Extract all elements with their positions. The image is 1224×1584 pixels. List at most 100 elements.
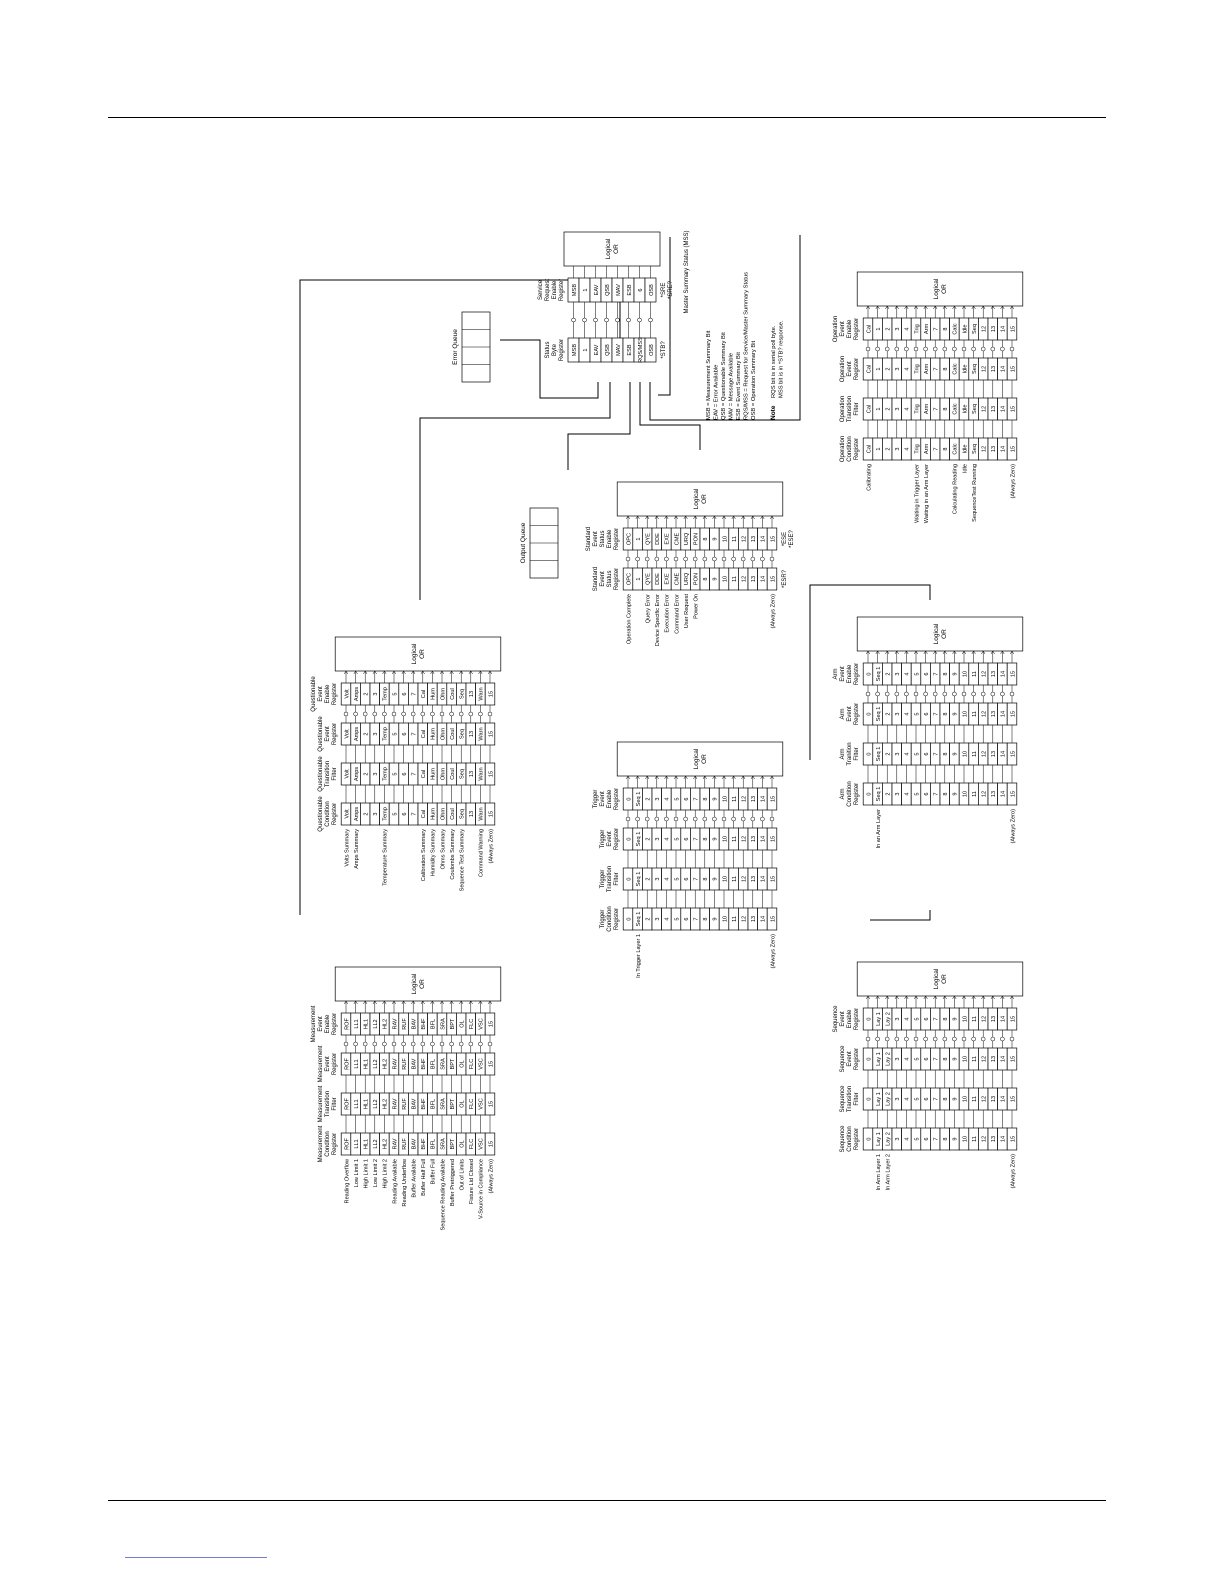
- service-request-title: Service: [538, 279, 544, 300]
- register-cell-value: 9: [953, 1137, 959, 1140]
- register-cell-value: 13: [991, 326, 997, 332]
- register-cell-value: Trig: [914, 364, 920, 373]
- register-cell-value: Amps: [354, 687, 360, 702]
- arrow-head: [353, 670, 358, 675]
- and-gate-symbol: [449, 711, 454, 717]
- and-gate-symbol: [961, 1036, 967, 1042]
- register-cell-value: 13: [751, 536, 757, 542]
- bit-label: (Always Zero): [1010, 464, 1016, 499]
- register-title-line: Trigger: [600, 830, 606, 849]
- register-cell-value: BAV: [412, 1138, 418, 1149]
- command-label: *ESE?: [789, 530, 795, 548]
- register-title-line: Register: [332, 683, 338, 705]
- register-cell-value: 12: [742, 536, 748, 542]
- and-gate-symbol: [1009, 691, 1015, 697]
- register-cell-value: 15: [1010, 446, 1016, 452]
- arrow-head: [1000, 305, 1005, 310]
- and-gate-symbol: [654, 816, 660, 822]
- register-cell-value: 2: [886, 712, 892, 715]
- register-cell-value: 13: [991, 751, 997, 757]
- arrow-head: [478, 670, 483, 675]
- logical-or-box: [334, 966, 502, 1002]
- register-cell-value: 15: [1010, 751, 1016, 757]
- register-cell-value: 15: [770, 916, 776, 922]
- register-cell-value: HL1: [364, 1099, 370, 1109]
- register-cell-value: 14: [1001, 1056, 1007, 1062]
- register-cell-value: FLC: [469, 1099, 475, 1110]
- register-cell-value: 3: [655, 917, 661, 920]
- register-title-line: Register: [854, 1008, 860, 1030]
- bit-label: In an Arm Layer: [876, 809, 882, 849]
- register-cell-value: CME: [674, 533, 680, 546]
- register-cell-value: 5: [392, 692, 398, 695]
- status-byte-bit: OSB: [649, 344, 655, 356]
- register-title-line: Sequence: [840, 1085, 846, 1113]
- and-gate-symbol: [932, 1036, 938, 1042]
- arrow-head: [971, 650, 976, 655]
- register-cell-value: Seq: [460, 729, 466, 739]
- register-cell-value: 5: [914, 672, 920, 675]
- and-gate-symbol: [721, 556, 727, 562]
- register-cell-value: 5: [674, 837, 680, 840]
- register-cell-value: 15: [488, 691, 494, 697]
- bit-label: Buffer Pretriggered: [450, 1159, 456, 1206]
- and-gate-symbol: [382, 1041, 387, 1047]
- and-gate-symbol: [391, 1041, 397, 1047]
- and-gate-symbol: [932, 346, 938, 352]
- register-cell-value: BHF: [421, 1098, 427, 1110]
- register-cell-value: 3: [895, 672, 901, 675]
- bit-label: Reading Underflow: [402, 1158, 408, 1207]
- register-cell-value: 12: [742, 876, 748, 882]
- register-cell-value: 8: [703, 877, 709, 880]
- register-title-line: Event: [847, 1051, 853, 1067]
- arrow-head: [439, 670, 445, 675]
- register-cell-value: 9: [713, 917, 719, 920]
- register-cell-value: Seq 1: [636, 832, 642, 847]
- register-cell-value: 7: [934, 1057, 940, 1060]
- service-request-bit: ESB: [627, 284, 633, 295]
- note-label: Note: [770, 405, 777, 420]
- arrow-head: [971, 305, 976, 310]
- register-cell-value: Coul: [450, 688, 456, 700]
- bit-label: High Limit 1: [364, 1159, 370, 1189]
- bit-label: Fixture Lid Closed: [469, 1159, 475, 1204]
- and-gate-symbol: [1009, 346, 1015, 352]
- arrow-head: [654, 515, 659, 520]
- and-gate-symbol: [420, 1041, 426, 1047]
- register-cell-value: 4: [665, 877, 671, 880]
- register-cell-value: RAV: [392, 1098, 398, 1109]
- arrow-head: [702, 775, 707, 780]
- register-cell-value: Amps: [354, 807, 360, 822]
- register-cell-value: 11: [732, 836, 738, 842]
- register-cell-value: OPC: [626, 573, 632, 585]
- register-cell-value: 10: [722, 536, 728, 542]
- arrow-head: [372, 670, 377, 675]
- register-cell-value: 5: [392, 772, 398, 775]
- bit-label: Sequence Test Summary: [460, 829, 466, 892]
- register-cell-value: 12: [982, 751, 988, 757]
- and-gate-symbol: [923, 691, 928, 697]
- register-cell-value: 15: [488, 771, 494, 777]
- arrow-head: [904, 650, 909, 655]
- register-cell-value: 13: [751, 836, 757, 842]
- register-cell-value: 8: [943, 712, 949, 715]
- register-cell-value: 12: [982, 366, 988, 372]
- bit-label: Volts Summary: [344, 829, 350, 867]
- arrow-head: [721, 515, 727, 520]
- arrow-head: [459, 1000, 464, 1005]
- logical-or-label: Logical: [933, 278, 940, 299]
- register-cell-value: 0: [866, 1137, 872, 1140]
- logical-or-label: Logical: [693, 488, 700, 509]
- register-cell-value: 8: [703, 537, 709, 540]
- register-cell-value: PON: [694, 573, 700, 585]
- command-label: *ESE: [782, 532, 788, 546]
- register-cell-value: 15: [770, 796, 776, 802]
- register-cell-value: 7: [412, 812, 418, 815]
- register-cell-value: RAV: [392, 1018, 398, 1029]
- arrow-head: [382, 670, 387, 675]
- register-cell-value: 9: [953, 712, 959, 715]
- register-cell-value: 1: [636, 577, 642, 580]
